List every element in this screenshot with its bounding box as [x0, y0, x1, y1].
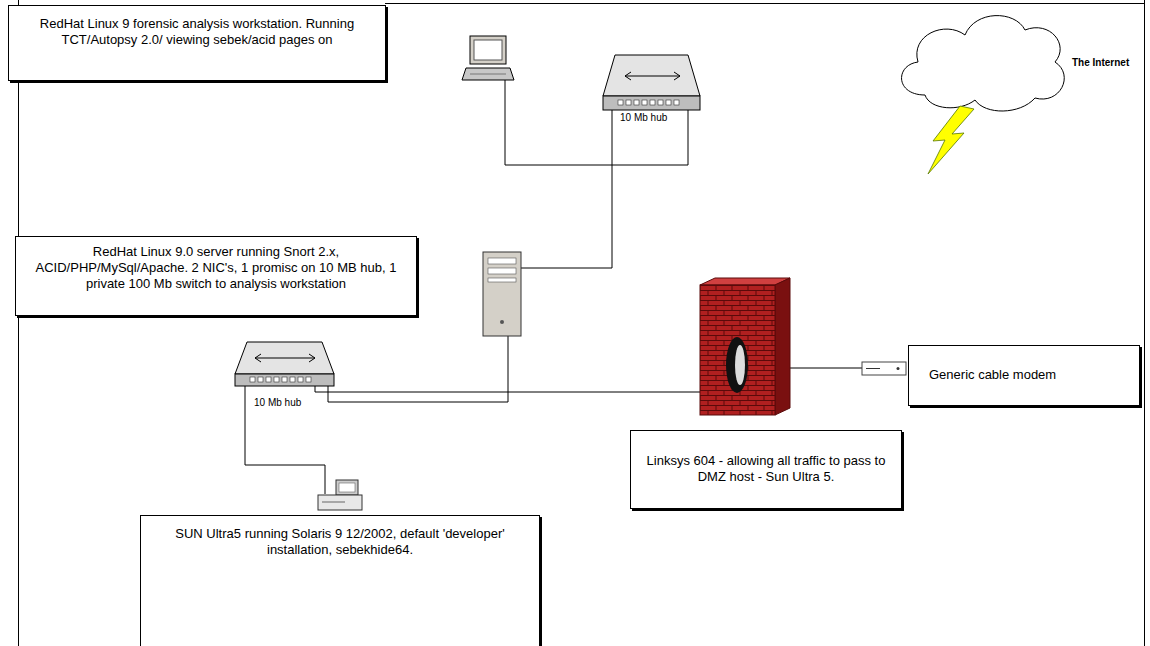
description-text: RedHat Linux 9 forensic analysis worksta… — [19, 16, 375, 48]
description-box: RedHat Linux 9 forensic analysis worksta… — [8, 5, 386, 81]
description-box: SUN Ultra5 running Solaris 9 12/2002, de… — [140, 515, 540, 646]
cable-modem-icon — [862, 362, 906, 375]
hub-label: 10 Mb hub — [620, 112, 667, 124]
workstation-icon — [462, 36, 514, 80]
internet-cloud — [902, 16, 1065, 111]
description-text: SUN Ultra5 running Solaris 9 12/2002, de… — [151, 526, 529, 558]
description-text: RedHat Linux 9.0 server running Snort 2.… — [26, 244, 406, 292]
sun-workstation-icon — [318, 480, 362, 510]
description-box: RedHat Linux 9.0 server running Snort 2.… — [15, 236, 417, 316]
description-text: Generic cable modem — [929, 367, 1119, 383]
server-icon — [483, 252, 521, 336]
hub-label: 10 Mb hub — [254, 397, 301, 409]
hub-icon — [603, 55, 700, 110]
description-text: Linksys 604 - allowing all traffic to pa… — [641, 453, 891, 485]
description-box: Generic cable modem — [908, 345, 1140, 406]
description-box: Linksys 604 - allowing all traffic to pa… — [630, 430, 902, 509]
hub-icon — [235, 342, 334, 386]
firewall-icon — [700, 278, 790, 415]
lightning-bolt — [928, 106, 974, 174]
cloud-label: The Internet — [1072, 57, 1129, 69]
